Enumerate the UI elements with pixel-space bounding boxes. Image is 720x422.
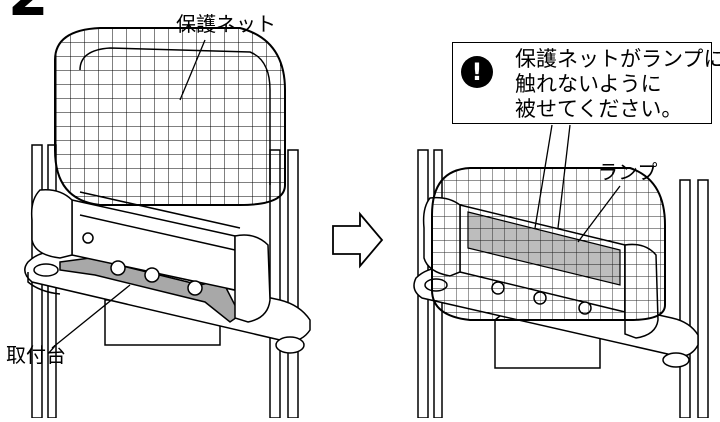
label-mounting-base: 取付台 <box>6 343 66 367</box>
left-lamp-housing <box>30 188 271 323</box>
exclamation-icon: ! <box>461 56 493 88</box>
label-protective-net: 保護ネット <box>176 12 276 36</box>
left-illustration <box>24 27 311 419</box>
left-protective-net <box>54 27 286 206</box>
right-illustration <box>413 149 709 419</box>
leader-lines <box>51 39 621 349</box>
callout-line-2: 触れないように <box>515 72 662 96</box>
label-lamp: ランプ <box>598 160 658 184</box>
callout-line-1: 保護ネットがランプに <box>515 47 720 71</box>
caution-callout: ! 保護ネットがランプに 触れないように 被せてください。 <box>452 42 720 124</box>
callout-line-3: 被せてください。 <box>515 97 683 121</box>
right-protective-net <box>431 167 666 321</box>
exclamation-glyph: ! <box>471 58 483 86</box>
step-number: 2 <box>8 0 48 24</box>
direction-arrow <box>332 211 384 269</box>
